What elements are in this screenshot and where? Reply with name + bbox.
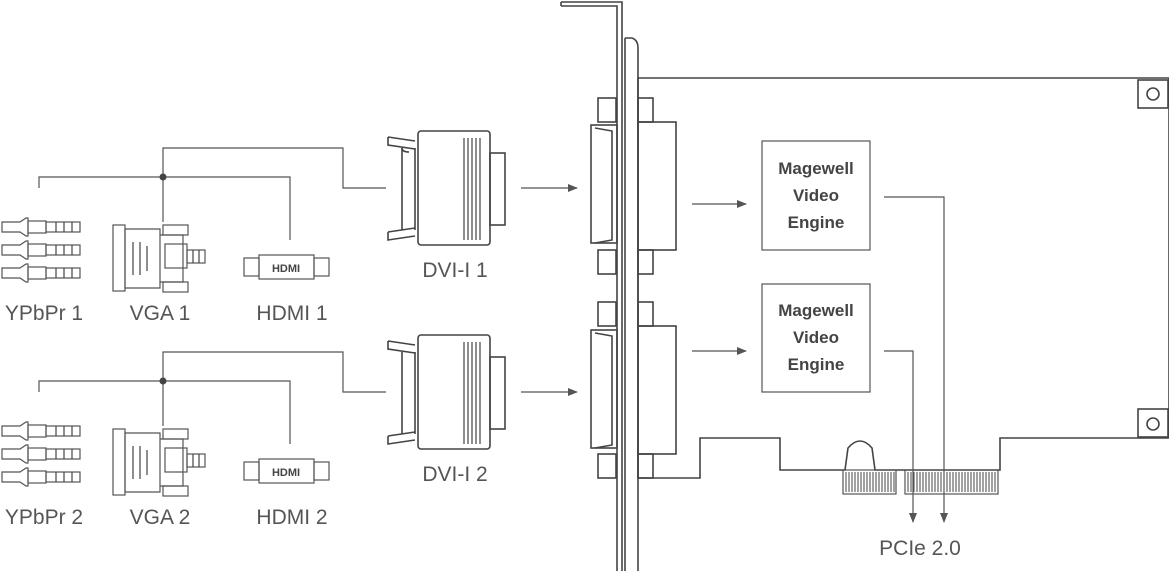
engine-2-output-arrow: [884, 350, 917, 523]
engine-2-line-1: Magewell: [778, 301, 854, 320]
hdmi-2-label: HDMI 2: [256, 506, 327, 529]
dvi-plug: [387, 334, 506, 450]
ypbpr-2-label: YPbPr 2: [5, 506, 83, 529]
vga-connector: [112, 224, 206, 293]
hdmi-connector: HDMI: [243, 458, 330, 484]
pcie-fingers-left: [842, 469, 897, 495]
pcie-card: Magewell Video Engine Magewell Video Eng…: [560, 1, 1169, 571]
vga-2-label: VGA 2: [130, 506, 191, 529]
dvi-port-1: [590, 97, 677, 275]
dvi-port-2: [590, 301, 677, 479]
hdmi-plug-text: HDMI: [272, 263, 300, 275]
vga-connector: [112, 428, 206, 497]
mounting-hole-bottom: [1137, 408, 1169, 438]
ypbpr-1-label: YPbPr 1: [5, 302, 83, 325]
hdmi-1-label: HDMI 1: [256, 302, 327, 325]
engine-1-line-2: Video: [793, 186, 839, 205]
engine-2-line-2: Video: [793, 328, 839, 347]
dvi-1-label: DVI-I 1: [422, 259, 487, 282]
input-group-1: YPbPr 1 VGA 1 HDMI HDMI 1: [1, 130, 578, 325]
mounting-hole-top: [1137, 79, 1169, 109]
pcie-label: PCIe 2.0: [879, 537, 961, 560]
vga-1-label: VGA 1: [130, 302, 191, 325]
engine-1-output-arrow: [884, 196, 948, 523]
hdmi-connector: HDMI: [243, 254, 330, 280]
dvi-2-label: DVI-I 2: [422, 463, 487, 486]
engine-1-line-1: Magewell: [778, 159, 854, 178]
ypbpr-connector: [1, 217, 81, 283]
engine-1-line-3: Engine: [788, 213, 845, 232]
input-group-2: YPbPr 2 VGA 2 HDMI HDMI 2: [1, 334, 578, 529]
video-engine-2: Magewell Video Engine: [761, 283, 871, 393]
engine-2-line-3: Engine: [788, 355, 845, 374]
video-engine-1: Magewell Video Engine: [761, 140, 871, 251]
card-bracket: [560, 1, 639, 571]
hdmi-plug-text: HDMI: [272, 467, 300, 479]
pcie-fingers-right: [904, 469, 999, 495]
dvi-plug: [387, 130, 506, 246]
ypbpr-connector: [1, 421, 81, 487]
